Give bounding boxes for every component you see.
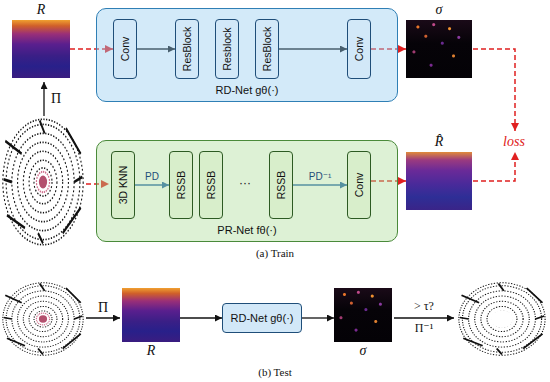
subfigure-caption: (b) Test	[175, 365, 375, 379]
network-panel: PR-Net fθ(·) 3D KNN RSSB RSSB RSSB Conv	[96, 140, 398, 242]
layer-box: RSSB	[199, 151, 223, 219]
uncertainty-map: σ	[406, 20, 472, 78]
layer-box: RSSB	[169, 151, 193, 219]
subfigure-caption: (a) Train	[175, 246, 375, 260]
image-label: R	[12, 2, 70, 18]
annotation: ···	[226, 176, 264, 191]
image-fill	[12, 20, 70, 78]
layer-label: Resblock	[221, 27, 233, 70]
layer-box: Conv	[113, 19, 137, 79]
layer-box: Conv	[347, 19, 371, 79]
loss-arrow	[473, 152, 515, 181]
layer-label: ResBlock	[261, 27, 273, 71]
connector	[302, 317, 334, 318]
layer-box: Resblock	[215, 19, 239, 79]
projection-arrow	[43, 82, 44, 116]
layer-label: Conv	[353, 173, 365, 198]
layer-label: ResBlock	[181, 27, 193, 71]
point-cloud	[3, 119, 83, 244]
layer-box: 3D KNN	[111, 151, 135, 219]
image-fill	[406, 20, 472, 78]
connector	[180, 317, 222, 318]
removed-region	[491, 310, 513, 328]
network-panel: RD-Net gθ(·) Conv ResBlock Resblock ResBlock…	[96, 8, 398, 102]
network-box: RD-Net gθ(·)	[222, 303, 302, 333]
threshold-arrow	[394, 317, 454, 318]
image-label: R̂	[406, 134, 472, 150]
layer-box: ResBlock	[175, 19, 199, 79]
layer-label: 3D KNN	[117, 166, 129, 205]
annotation: Π⁻¹	[394, 321, 454, 336]
range-image: R̂	[406, 152, 472, 210]
layer-label: RD-Net gθ(·)	[231, 311, 294, 325]
edge-label: PD	[145, 171, 159, 183]
uncertainty-map: σ	[334, 288, 392, 342]
image-fill	[406, 152, 472, 210]
edge-label: PD⁻¹	[309, 171, 332, 183]
layer-label: RSSB	[275, 171, 287, 200]
image-fill	[122, 288, 180, 342]
layer-box: RSSB	[269, 151, 293, 219]
layer-label: RSSB	[175, 171, 187, 200]
range-image: R	[122, 288, 180, 342]
image-label: σ	[406, 2, 472, 18]
layer-label: Conv	[119, 37, 131, 62]
point-cloud	[459, 283, 545, 356]
annotation: Π	[48, 90, 64, 107]
projection-arrow	[86, 317, 120, 318]
image-fill	[334, 288, 392, 342]
layer-label: RSSB	[205, 171, 217, 200]
loss-arrow	[473, 49, 515, 131]
panel-label: PR-Net fθ(·)	[97, 223, 397, 237]
panel-label: RD-Net gθ(·)	[97, 83, 397, 97]
annotation: > τ?	[394, 299, 454, 314]
layer-label: Conv	[353, 37, 365, 62]
loss-label: loss	[494, 133, 534, 150]
image-label: R	[122, 343, 180, 359]
range-image: R	[12, 20, 70, 78]
layer-box: ResBlock	[255, 19, 279, 79]
point-cloud	[3, 283, 83, 356]
image-label: σ	[334, 343, 392, 359]
layer-box: Conv	[347, 151, 371, 219]
annotation: Π	[92, 299, 114, 316]
